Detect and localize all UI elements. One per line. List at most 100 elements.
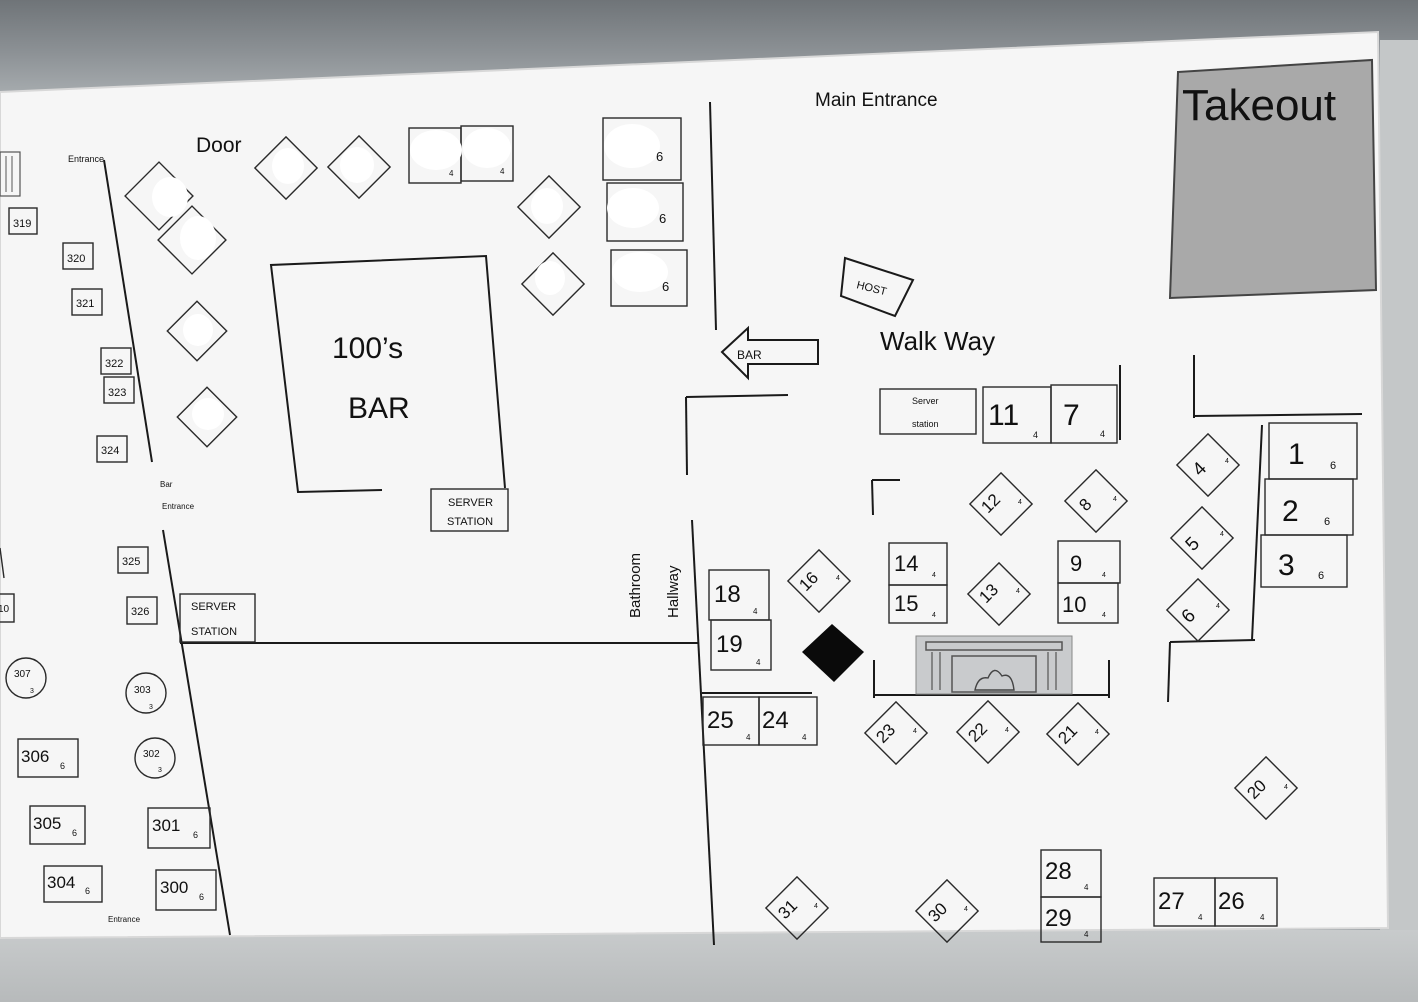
svg-text:6: 6 (193, 830, 198, 840)
table-321[interactable]: 321 (71, 288, 103, 316)
svg-text:303: 303 (134, 685, 151, 696)
svg-text:4: 4 (802, 733, 807, 742)
bar-entrance-label-1: Bar (160, 480, 173, 489)
svg-text:320: 320 (67, 253, 85, 265)
table-27[interactable]: 274 (1153, 877, 1216, 927)
table-322[interactable]: 322 (100, 347, 132, 375)
svg-text:4: 4 (1018, 499, 1022, 506)
svg-text:4: 4 (756, 658, 761, 667)
walls (103, 101, 1363, 946)
fireplace-icon (915, 635, 1073, 695)
svg-text:SERVER: SERVER (191, 601, 236, 613)
table-26[interactable]: 264 (1214, 877, 1278, 927)
svg-text:4: 4 (1084, 930, 1089, 939)
svg-text:323: 323 (108, 387, 126, 399)
svg-text:6: 6 (1330, 460, 1336, 472)
svg-text:4: 4 (1033, 430, 1038, 440)
svg-text:304: 304 (47, 873, 75, 892)
bar-100s: 100’s BAR (269, 254, 506, 494)
bar-arrow-label: BAR (737, 348, 762, 362)
svg-text:25: 25 (707, 707, 734, 734)
svg-text:4: 4 (964, 906, 968, 913)
server-station-bar: SERVER STATION (430, 488, 509, 532)
svg-text:4: 4 (913, 728, 917, 735)
svg-text:station: station (912, 419, 939, 429)
table-319[interactable]: 319 (8, 207, 38, 235)
wall-bottom (0, 930, 1418, 1002)
svg-text:6: 6 (1318, 570, 1324, 582)
table-326[interactable]: 326 (126, 596, 158, 625)
svg-text:322: 322 (105, 358, 123, 370)
svg-text:27: 27 (1158, 888, 1185, 915)
svg-text:4: 4 (932, 612, 936, 619)
svg-text:10: 10 (1062, 592, 1086, 617)
table-19[interactable]: 194 (710, 619, 772, 671)
server-station-left: SERVER STATION (179, 593, 256, 643)
table-28[interactable]: 284 (1040, 849, 1102, 898)
svg-text:STATION: STATION (191, 626, 237, 638)
blocked-tables: 4 4 6 6 6 (124, 117, 688, 448)
svg-text:4: 4 (836, 575, 840, 582)
svg-text:321: 321 (76, 298, 94, 310)
hallway-label: Hallway (665, 565, 682, 618)
svg-text:4: 4 (1016, 588, 1020, 595)
svg-text:1: 1 (1288, 438, 1305, 471)
svg-text:4: 4 (1284, 784, 1288, 791)
svg-text:6: 6 (72, 828, 77, 838)
svg-text:325: 325 (122, 556, 140, 568)
svg-text:4: 4 (753, 607, 758, 616)
svg-text:300: 300 (160, 878, 188, 897)
svg-text:3: 3 (1278, 549, 1295, 582)
table-7[interactable]: 74 (1050, 384, 1118, 444)
svg-text:6: 6 (1324, 516, 1330, 528)
paper-sheet (0, 30, 1390, 940)
svg-text:4: 4 (1102, 572, 1106, 579)
svg-text:Server: Server (912, 396, 939, 406)
svg-text:4: 4 (932, 572, 936, 579)
bar-arrow: BAR (720, 325, 819, 381)
bar-name-line-2: BAR (348, 392, 410, 425)
svg-text:STATION: STATION (447, 516, 493, 528)
server-station-main: Server station (879, 388, 977, 435)
table-325[interactable]: 325 (117, 546, 149, 574)
svg-text:SERVER: SERVER (448, 497, 493, 509)
svg-text:324: 324 (101, 445, 119, 457)
svg-text:9: 9 (1070, 551, 1082, 576)
svg-text:29: 29 (1045, 905, 1072, 932)
svg-text:4: 4 (1100, 429, 1105, 439)
svg-text:4: 4 (1005, 727, 1009, 734)
svg-text:4: 4 (1220, 531, 1224, 538)
takeout-area: Takeout (1168, 58, 1378, 300)
svg-text:4: 4 (449, 169, 454, 178)
svg-text:302: 302 (143, 749, 160, 760)
table-310[interactable]: 10 (0, 593, 15, 623)
bar-entrance-label-2: Entrance (162, 502, 195, 511)
door-icon (0, 151, 21, 197)
table-323[interactable]: 323 (103, 376, 135, 404)
takeout-label: Takeout (1182, 81, 1336, 130)
table-24[interactable]: 24 4 (758, 696, 818, 746)
svg-text:2: 2 (1282, 495, 1299, 528)
table-29[interactable]: 29 4 (1040, 896, 1102, 943)
table-324[interactable]: 324 (96, 435, 128, 463)
svg-text:11: 11 (988, 399, 1019, 432)
main-entrance-label: Main Entrance (815, 90, 938, 111)
table-320[interactable]: 320 (62, 242, 94, 270)
svg-text:4: 4 (746, 733, 751, 742)
bar-name-line-1: 100’s (332, 332, 403, 365)
svg-text:6: 6 (656, 149, 663, 164)
svg-text:24: 24 (762, 707, 789, 734)
